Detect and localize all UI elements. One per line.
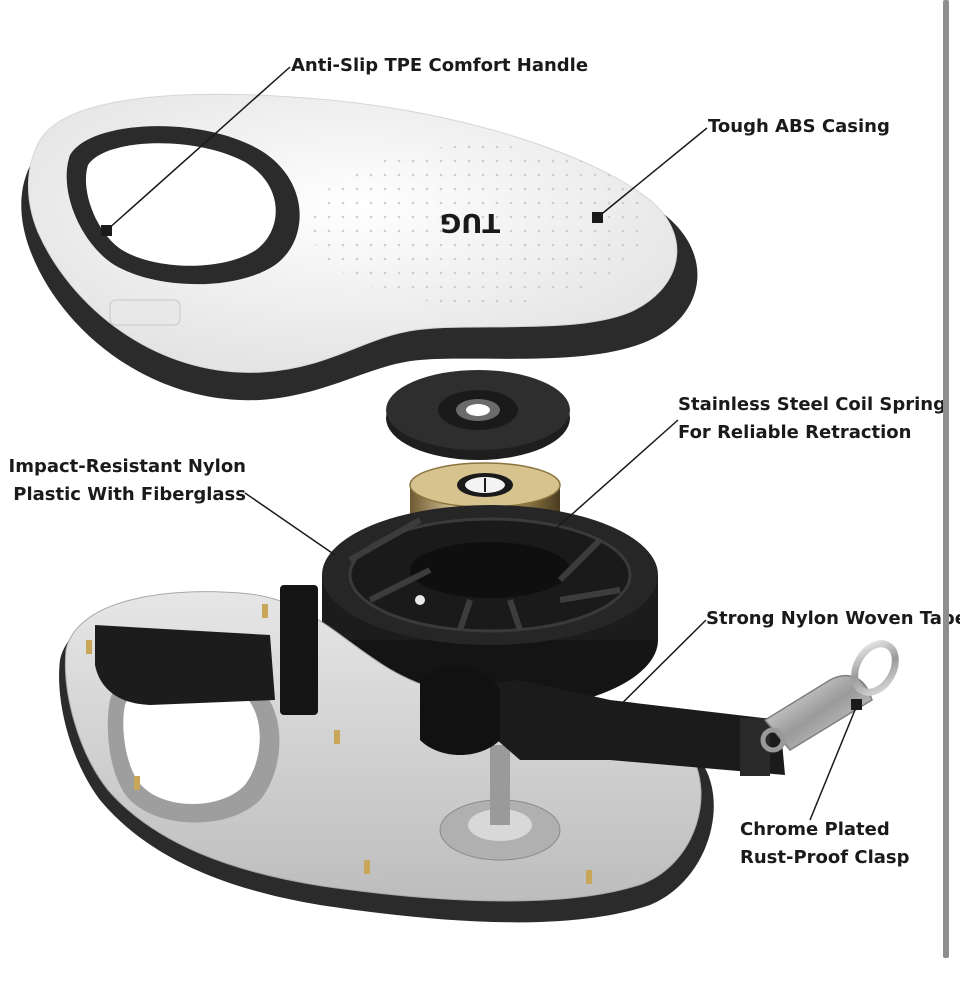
marker-casing <box>592 212 603 223</box>
callout-clasp: Chrome Plated Rust-Proof Clasp <box>740 816 910 872</box>
vertical-scrollbar[interactable] <box>943 0 949 958</box>
callout-spring-line-1: Stainless Steel Coil Spring <box>678 394 946 415</box>
casing-texture <box>310 145 650 305</box>
callout-nylon-line-1: Impact-Resistant Nylon <box>8 456 246 477</box>
spring-cap <box>386 370 570 460</box>
brand-logo: TUG <box>440 207 500 237</box>
leader-lines <box>106 66 858 821</box>
callout-spring: Stainless Steel Coil Spring For Reliable… <box>678 391 946 447</box>
brake-block <box>95 625 275 705</box>
handle-hole <box>85 143 276 266</box>
lock-button-slot <box>109 299 181 326</box>
top-casing: TUG <box>21 93 698 401</box>
marker-clasp <box>851 699 862 710</box>
callout-casing: Tough ABS Casing <box>708 113 890 141</box>
marker-handle <box>101 225 112 236</box>
callout-nylon: Impact-Resistant Nylon Plastic With Fibe… <box>8 453 246 509</box>
callout-handle-line-1: Anti-Slip TPE Comfort Handle <box>291 55 589 76</box>
leader-handle <box>106 66 291 231</box>
callout-tape-line-1: Strong Nylon Woven Tape <box>706 608 960 629</box>
base-casing <box>59 585 714 923</box>
callout-nylon-line-2: Plastic With Fiberglass <box>13 484 246 505</box>
screws <box>86 604 592 884</box>
leader-tape <box>584 619 707 741</box>
callout-clasp-line-1: Chrome Plated <box>740 819 890 840</box>
leader-markers <box>101 212 862 710</box>
leader-casing <box>597 127 708 218</box>
callout-spring-line-2: For Reliable Retraction <box>678 422 912 443</box>
marker-spring <box>537 534 548 545</box>
callout-casing-line-1: Tough ABS Casing <box>708 116 890 137</box>
chrome-clasp <box>760 640 899 753</box>
leader-clasp <box>809 704 858 821</box>
callout-clasp-line-2: Rust-Proof Clasp <box>740 847 910 868</box>
leader-spring <box>542 419 679 541</box>
callout-tape: Strong Nylon Woven Tape <box>706 605 960 633</box>
callout-handle: Anti-Slip TPE Comfort Handle <box>291 52 588 80</box>
leader-nylon <box>244 492 336 556</box>
nylon-spool <box>322 505 658 712</box>
